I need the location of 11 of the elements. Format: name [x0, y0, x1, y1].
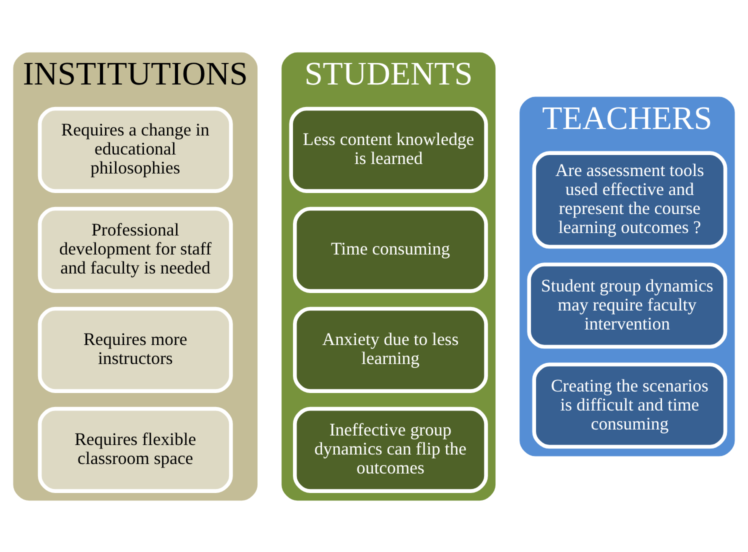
node-box: Are assessment tools used effective and represent the course learning outcomes ? [532, 150, 728, 248]
node-box: Requires a change in educational philosophies [38, 106, 233, 192]
node-box: Time consuming [292, 206, 488, 292]
node-box: Requires flexible classroom space [38, 406, 233, 492]
node-box: Ineffective group dynamics can flip the outcomes [292, 406, 488, 492]
node-box: Student group dynamics may require faculty intervention [527, 262, 728, 348]
node-box: Less content knowledge is learned [289, 106, 488, 192]
node-box: Anxiety due to less learning [292, 306, 488, 392]
node-box: Creating the scenarios is difficult and time consuming [532, 362, 728, 448]
node-box: Requires more instructors [38, 306, 233, 392]
node-box: Professional development for staff and faculty is needed [38, 206, 233, 292]
